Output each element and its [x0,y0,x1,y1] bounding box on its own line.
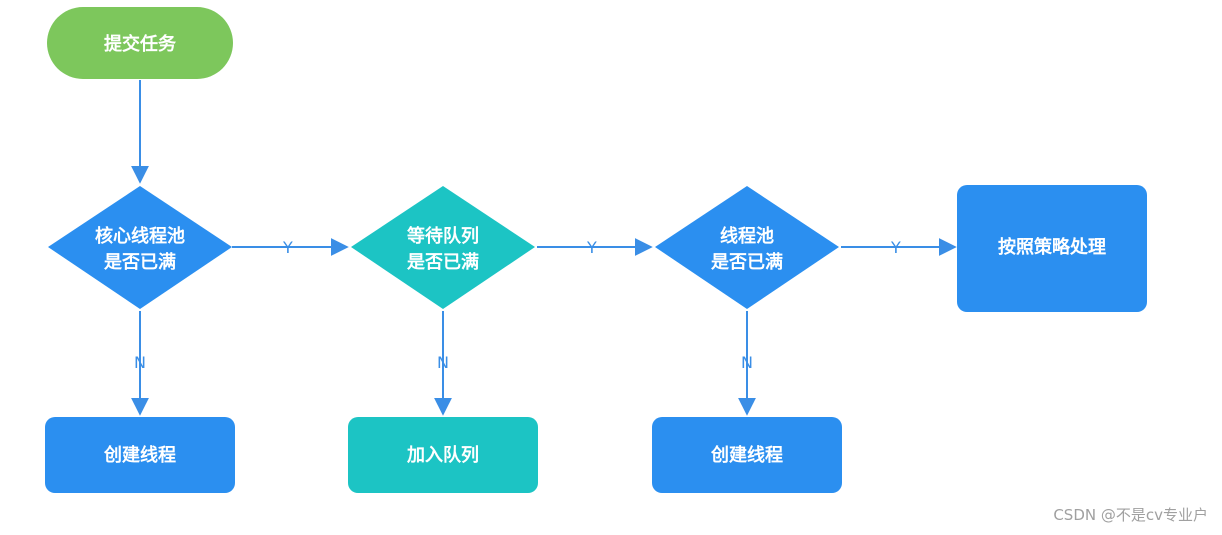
edge-label-n2: N [437,353,449,372]
decision-core-pool-full [48,186,232,309]
process-create-thread-1 [45,417,235,493]
process-add-queue-label: 加入队列 [406,444,479,466]
decision-queue-line1: 等待队列 [407,225,479,247]
edge-label-y2: Y [586,238,597,257]
decision-pool-line1: 线程池 [720,225,774,247]
start-node-label: 提交任务 [104,33,177,55]
process-create-thread-1-label: 创建线程 [103,444,176,466]
decision-queue-full [351,186,535,309]
edge-label-n1: N [134,353,146,372]
process-policy-handler [957,185,1147,312]
edge-label-y3: Y [890,238,901,257]
decision-pool-line2: 是否已满 [710,251,783,273]
decision-core-pool-line1: 核心线程池 [95,225,185,247]
edge-label-y1: Y [282,238,293,257]
watermark: CSDN @不是cv专业户 [1053,506,1208,524]
process-add-queue [348,417,538,493]
decision-queue-line2: 是否已满 [406,251,479,273]
process-create-thread-2-label: 创建线程 [710,444,783,466]
process-policy-label: 按照策略处理 [998,236,1106,258]
process-create-thread-2 [652,417,842,493]
start-node-submit [47,7,233,79]
decision-core-pool-line2: 是否已满 [103,251,176,273]
decision-pool-full [655,186,839,309]
edge-label-n3: N [741,353,753,372]
